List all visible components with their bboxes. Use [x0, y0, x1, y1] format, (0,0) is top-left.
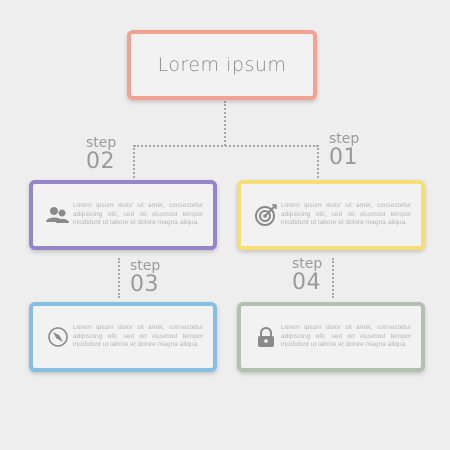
step-02-label: step 02	[86, 136, 116, 174]
users-icon	[45, 202, 71, 228]
step-04-label: step 04	[292, 257, 322, 295]
step-04-number: 04	[292, 270, 321, 295]
target-icon	[253, 202, 279, 228]
step-01-text: Lorem ipsum dolor sit amet, consectetur …	[281, 202, 411, 227]
step-02-number: 02	[86, 149, 115, 174]
step-04-text: Lorem ipsum dolor sit amet, consectetur …	[281, 324, 411, 349]
title-box: Lorem ipsum	[127, 30, 317, 100]
step-03-word: step	[130, 258, 161, 274]
step-01-word: step	[329, 131, 360, 147]
connector-to-step-02	[133, 145, 135, 178]
connector-step-02-to-03	[118, 258, 120, 298]
step-01-number: 01	[329, 145, 358, 170]
step-04-box: Lorem ipsum dolor sit amet, consectetur …	[237, 302, 425, 372]
title-text: Lorem ipsum	[157, 54, 287, 76]
step-03-text: Lorem ipsum dolor sit amet, consectetur …	[73, 324, 203, 349]
step-03-label: step 03	[130, 259, 160, 297]
step-03-number: 03	[130, 272, 159, 297]
connector-step-01-to-04	[332, 258, 334, 298]
step-04-word: step	[292, 256, 323, 272]
compass-icon	[45, 324, 71, 350]
step-02-box: Lorem ipsum dolor sit amet, consectetur …	[29, 180, 217, 250]
connector-title-down	[224, 101, 226, 146]
step-02-word: step	[86, 135, 117, 151]
step-01-box: Lorem ipsum dolor sit amet, consectetur …	[237, 180, 425, 250]
lock-icon	[253, 324, 279, 350]
step-03-box: Lorem ipsum dolor sit amet, consectetur …	[29, 302, 217, 372]
connector-to-step-01	[317, 145, 319, 178]
connector-horizontal	[134, 145, 318, 147]
step-01-label: step 01	[329, 132, 359, 170]
step-02-text: Lorem ipsum dolor sit amet, consectetur …	[73, 202, 203, 227]
